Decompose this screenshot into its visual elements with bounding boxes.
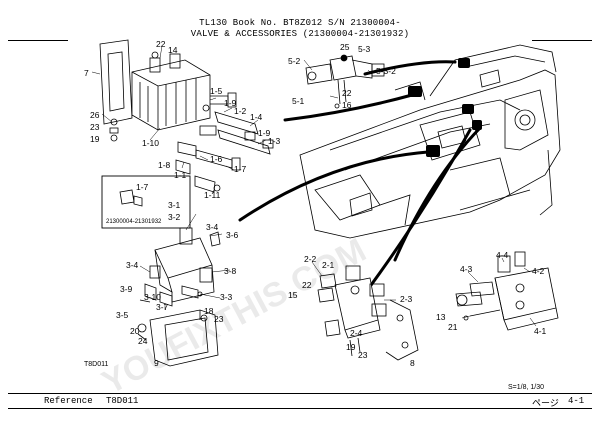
callout-24: 24: [138, 336, 148, 346]
page-label: ページ: [532, 398, 559, 408]
callout-5-3: 5-3: [358, 44, 371, 54]
callout-13: 13: [436, 312, 446, 322]
watermark-text: YOUFIXTHIS.COM: [96, 231, 372, 402]
callout-25: 25: [340, 42, 350, 52]
callout-1-6: 1-6: [210, 154, 223, 164]
callout-3-5: 3-5: [116, 310, 129, 320]
mounting-bracket-9: [137, 309, 219, 367]
callout-3-3: 3-3: [220, 292, 233, 302]
callout-1-7-inset: 1-7: [136, 182, 149, 192]
callout-4-4: 4-4: [496, 250, 509, 260]
callout-15: 15: [288, 290, 298, 300]
callout-1-4: 1-4: [250, 112, 263, 122]
callout-4-3: 4-3: [460, 264, 473, 274]
inset-serial-caption: 21300004-21301932: [106, 219, 162, 225]
callout-3-9: 3-9: [120, 284, 133, 294]
callout-1-1: 1-1: [174, 170, 187, 180]
callout-26: 26: [90, 110, 100, 120]
control-valve-assembly: [99, 39, 274, 193]
callout-2-1: 2-1: [322, 260, 335, 270]
callout-22c: 22: [302, 280, 312, 290]
callout-3-4: 3-4: [206, 222, 219, 232]
header-book-line: TL130 Book No. BT8Z012 S/N 21300004-: [199, 18, 401, 28]
callout-2-4: 2-4: [350, 328, 363, 338]
callout-23: 23: [90, 122, 100, 132]
callout-8: 8: [410, 358, 415, 368]
callout-20: 20: [130, 326, 140, 336]
callout-3-1: 3-1: [168, 200, 181, 210]
inset-detail-1-7: 21300004-21301932: [101, 175, 191, 229]
reference-label: Reference: [44, 396, 93, 406]
footer-rule-top: [8, 393, 592, 394]
callout-7: 7: [84, 68, 89, 78]
machine-frame: [299, 44, 561, 239]
callout-2-3: 2-3: [400, 294, 413, 304]
callout-14: 14: [168, 45, 178, 55]
relief-valve-3: [139, 227, 221, 307]
callout-5-3-2: 5-3-2: [376, 66, 396, 76]
solenoid-valve-5: [305, 54, 385, 109]
callout-1-9: 1-9: [224, 98, 237, 108]
drawing-code: T8D011: [84, 361, 108, 368]
callout-leaders: [91, 45, 537, 327]
callout-23b: 23: [214, 314, 224, 324]
callout-3-2: 3-2: [168, 212, 181, 222]
page-number: 4-1: [568, 396, 585, 406]
callout-4-2: 4-2: [532, 266, 545, 276]
callout-18: 18: [204, 306, 214, 316]
callout-1-11: 1-11: [204, 190, 221, 200]
callout-1-10: 1-10: [142, 138, 159, 148]
callout-1-3: 1-3: [268, 136, 281, 146]
header-rule-left: [8, 40, 68, 41]
callout-1-8: 1-8: [158, 160, 171, 170]
scale-note: S=1/8, 1/30: [508, 384, 544, 391]
callout-16: 16: [342, 100, 352, 110]
callout-3-10: 3-10: [144, 292, 161, 302]
valve-2-assembly: [317, 265, 419, 361]
callout-21: 21: [448, 322, 458, 332]
callout-3-7: 3-7: [156, 302, 169, 312]
callout-19b: 19: [346, 342, 356, 352]
callout-3-8: 3-8: [224, 266, 237, 276]
callout-22: 22: [156, 39, 166, 49]
callout-2-2: 2-2: [304, 254, 317, 264]
callout-3-4b: 3-4: [126, 260, 139, 270]
callout-1-7: 1-7: [234, 164, 247, 174]
callout-1-5: 1-5: [210, 86, 223, 96]
valve-4-assembly: [455, 251, 559, 331]
frame-connectors: [408, 58, 482, 157]
callout-23c: 23: [358, 350, 368, 360]
callout-9: 9: [154, 358, 159, 368]
reference-value: T8D011: [106, 396, 139, 406]
callout-1-9b: 1-9: [258, 128, 271, 138]
leader-lines: [238, 60, 482, 302]
callout-1-2: 1-2: [234, 106, 247, 116]
watermark: YOUFIXTHIS.COM: [96, 231, 372, 402]
callout-labels: 7 22 14 26 23 19 1-10 1-5 1-9 1-2 1-4 1-…: [84, 39, 547, 368]
header-section-title: VALVE & ACCESSORIES (21300004-21301932): [190, 29, 410, 39]
footer-rule-bottom: [8, 408, 592, 409]
callout-4-1: 4-1: [534, 326, 547, 336]
callout-5-1: 5-1: [292, 96, 305, 106]
header-rule-right: [532, 40, 592, 41]
callout-19: 19: [90, 134, 100, 144]
callout-5-2: 5-2: [288, 56, 301, 66]
callout-3-6: 3-6: [226, 230, 239, 240]
callout-22b: 22: [342, 88, 352, 98]
